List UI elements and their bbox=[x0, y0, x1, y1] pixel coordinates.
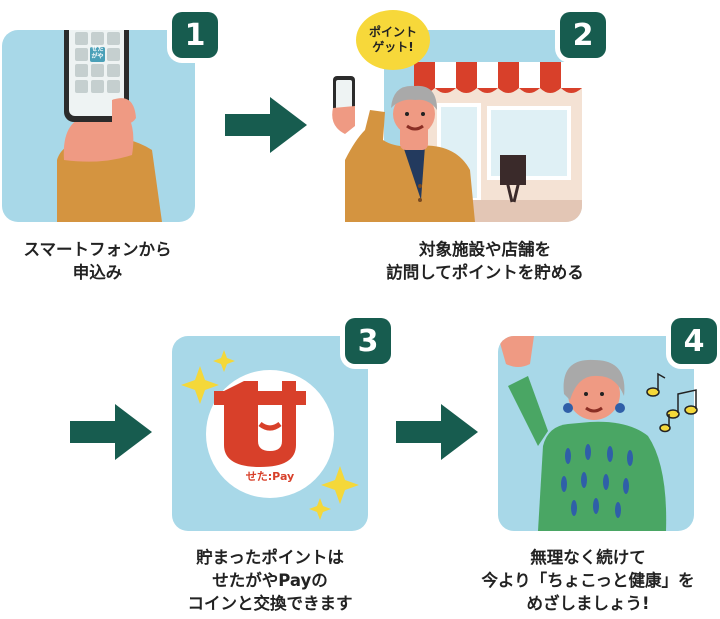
happy-woman-illustration bbox=[498, 336, 667, 531]
phone-app-label: せた がや bbox=[91, 46, 104, 60]
arrow-right-icon bbox=[70, 404, 152, 460]
step-2-caption: 対象施設や店舗を 訪問してポイントを貯める bbox=[386, 240, 584, 282]
step-3-badge: 3 bbox=[345, 318, 391, 364]
step-4-caption: 無理なく続けて 今より「ちょこっと健康」を めざしましょう! bbox=[481, 548, 695, 613]
music-notes-icon bbox=[646, 372, 698, 433]
arrow-right-icon bbox=[225, 97, 307, 153]
step-4-panel bbox=[498, 336, 694, 531]
arrow-right-icon bbox=[396, 404, 478, 460]
man-with-phone-illustration bbox=[332, 76, 475, 222]
step-1-panel bbox=[2, 30, 195, 222]
coin-label: せた:Pay bbox=[245, 470, 295, 483]
step-1-badge: 1 bbox=[172, 12, 218, 58]
step-2-badge: 2 bbox=[560, 12, 606, 58]
step-1-caption: スマートフォンから 申込み bbox=[23, 240, 172, 282]
step-3-panel bbox=[172, 336, 368, 531]
coin-illustration bbox=[181, 350, 359, 520]
hand-phone-illustration bbox=[57, 30, 162, 222]
step-3-caption: 貯まったポイントは せたがやPayの コインと交換できます bbox=[187, 548, 353, 613]
point-get-bubble: ポイント ゲット! bbox=[356, 10, 430, 70]
step-4-badge: 4 bbox=[671, 318, 717, 364]
